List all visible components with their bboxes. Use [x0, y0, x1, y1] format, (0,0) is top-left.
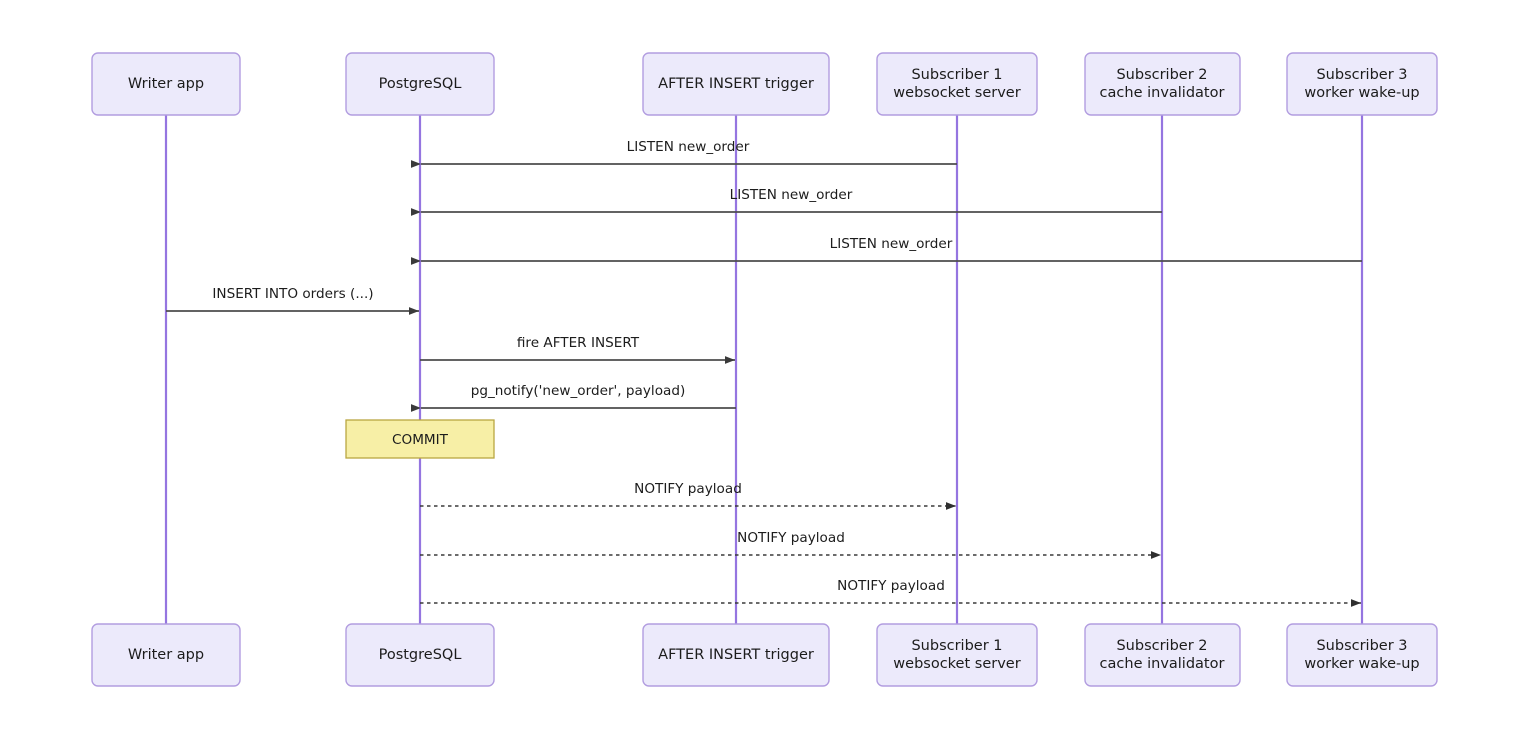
actor-label: AFTER INSERT trigger: [658, 76, 814, 92]
actor-label: cache invalidator: [1100, 656, 1225, 672]
actor-box-sub2-bottom[interactable]: Subscriber 2 cache invalidator: [1084, 623, 1241, 687]
actor-box-sub1-bottom[interactable]: Subscriber 1 websocket server: [876, 623, 1038, 687]
message-label: pg_notify('new_order', payload): [471, 383, 686, 399]
notes-layer: COMMIT: [345, 419, 495, 459]
actor-box-sub3-bottom[interactable]: Subscriber 3 worker wake-up: [1286, 623, 1438, 687]
actor-label: Subscriber 2: [1116, 67, 1207, 83]
actor-label: Writer app: [128, 647, 204, 663]
actor-box-writer-bottom[interactable]: Writer app: [91, 623, 241, 687]
message-notify-1: NOTIFY payload: [420, 481, 956, 510]
actor-box-rect: [642, 623, 830, 687]
message-listen-1: LISTEN new_order: [411, 139, 957, 168]
actor-label: worker wake-up: [1304, 85, 1419, 101]
actor-box-rect: [1084, 623, 1241, 687]
actor-box-rect: [91, 52, 241, 116]
message-fire-trigger: fire AFTER INSERT: [420, 335, 735, 364]
actor-box-rect: [876, 52, 1038, 116]
message-label: NOTIFY payload: [634, 481, 742, 497]
actor-box-trigger-bottom[interactable]: AFTER INSERT trigger: [642, 623, 830, 687]
actor-box-rect: [1286, 52, 1438, 116]
message-label: LISTEN new_order: [627, 139, 750, 155]
message-pg-notify: pg_notify('new_order', payload): [411, 383, 736, 412]
actor-label: worker wake-up: [1304, 656, 1419, 672]
actor-box-trigger-top[interactable]: AFTER INSERT trigger: [642, 52, 830, 116]
actor-box-sub3-top[interactable]: Subscriber 3 worker wake-up: [1286, 52, 1438, 116]
actor-box-postgres-bottom[interactable]: PostgreSQL: [345, 623, 495, 687]
actor-label: Writer app: [128, 76, 204, 92]
actor-box-rect: [1084, 52, 1241, 116]
note-rect: [345, 419, 495, 459]
actor-label: websocket server: [893, 656, 1020, 672]
actor-label: Subscriber 3: [1316, 638, 1407, 654]
message-label: fire AFTER INSERT: [517, 335, 640, 351]
actor-label: Subscriber 1: [911, 638, 1002, 654]
actor-box-sub2-top[interactable]: Subscriber 2 cache invalidator: [1084, 52, 1241, 116]
actor-box-postgres-top[interactable]: PostgreSQL: [345, 52, 495, 116]
actor-label: PostgreSQL: [379, 647, 462, 663]
actor-label: websocket server: [893, 85, 1020, 101]
actor-box-rect: [876, 623, 1038, 687]
message-notify-2: NOTIFY payload: [420, 530, 1161, 559]
message-label: NOTIFY payload: [737, 530, 845, 546]
actor-label: PostgreSQL: [379, 76, 462, 92]
message-notify-3: NOTIFY payload: [420, 578, 1361, 607]
actor-boxes-top: Writer app PostgreSQL AFTER INSERT trigger…: [91, 52, 1438, 116]
actor-label: Subscriber 1: [911, 67, 1002, 83]
message-label: INSERT INTO orders (...): [212, 286, 373, 302]
actor-label: cache invalidator: [1100, 85, 1225, 101]
actor-box-sub1-top[interactable]: Subscriber 1 websocket server: [876, 52, 1038, 116]
message-label: NOTIFY payload: [837, 578, 945, 594]
actor-box-writer-top[interactable]: Writer app: [91, 52, 241, 116]
actor-boxes-bottom: Writer app PostgreSQL AFTER INSERT trigger…: [91, 623, 1438, 687]
actor-label: Subscriber 2: [1116, 638, 1207, 654]
actor-box-rect: [642, 52, 830, 116]
lifelines-layer: [164, 115, 1364, 624]
message-listen-2: LISTEN new_order: [411, 187, 1162, 216]
actor-box-rect: [91, 623, 241, 687]
message-label: LISTEN new_order: [730, 187, 853, 203]
message-listen-3: LISTEN new_order: [411, 236, 1362, 265]
message-insert: INSERT INTO orders (...): [166, 286, 419, 315]
actor-box-rect: [345, 623, 495, 687]
actor-label: AFTER INSERT trigger: [658, 647, 814, 663]
actor-box-rect: [345, 52, 495, 116]
message-label: LISTEN new_order: [830, 236, 953, 252]
note-commit-note: COMMIT: [345, 419, 495, 459]
actor-label: Subscriber 3: [1316, 67, 1407, 83]
note-label: COMMIT: [392, 432, 449, 448]
actor-box-rect: [1286, 623, 1438, 687]
